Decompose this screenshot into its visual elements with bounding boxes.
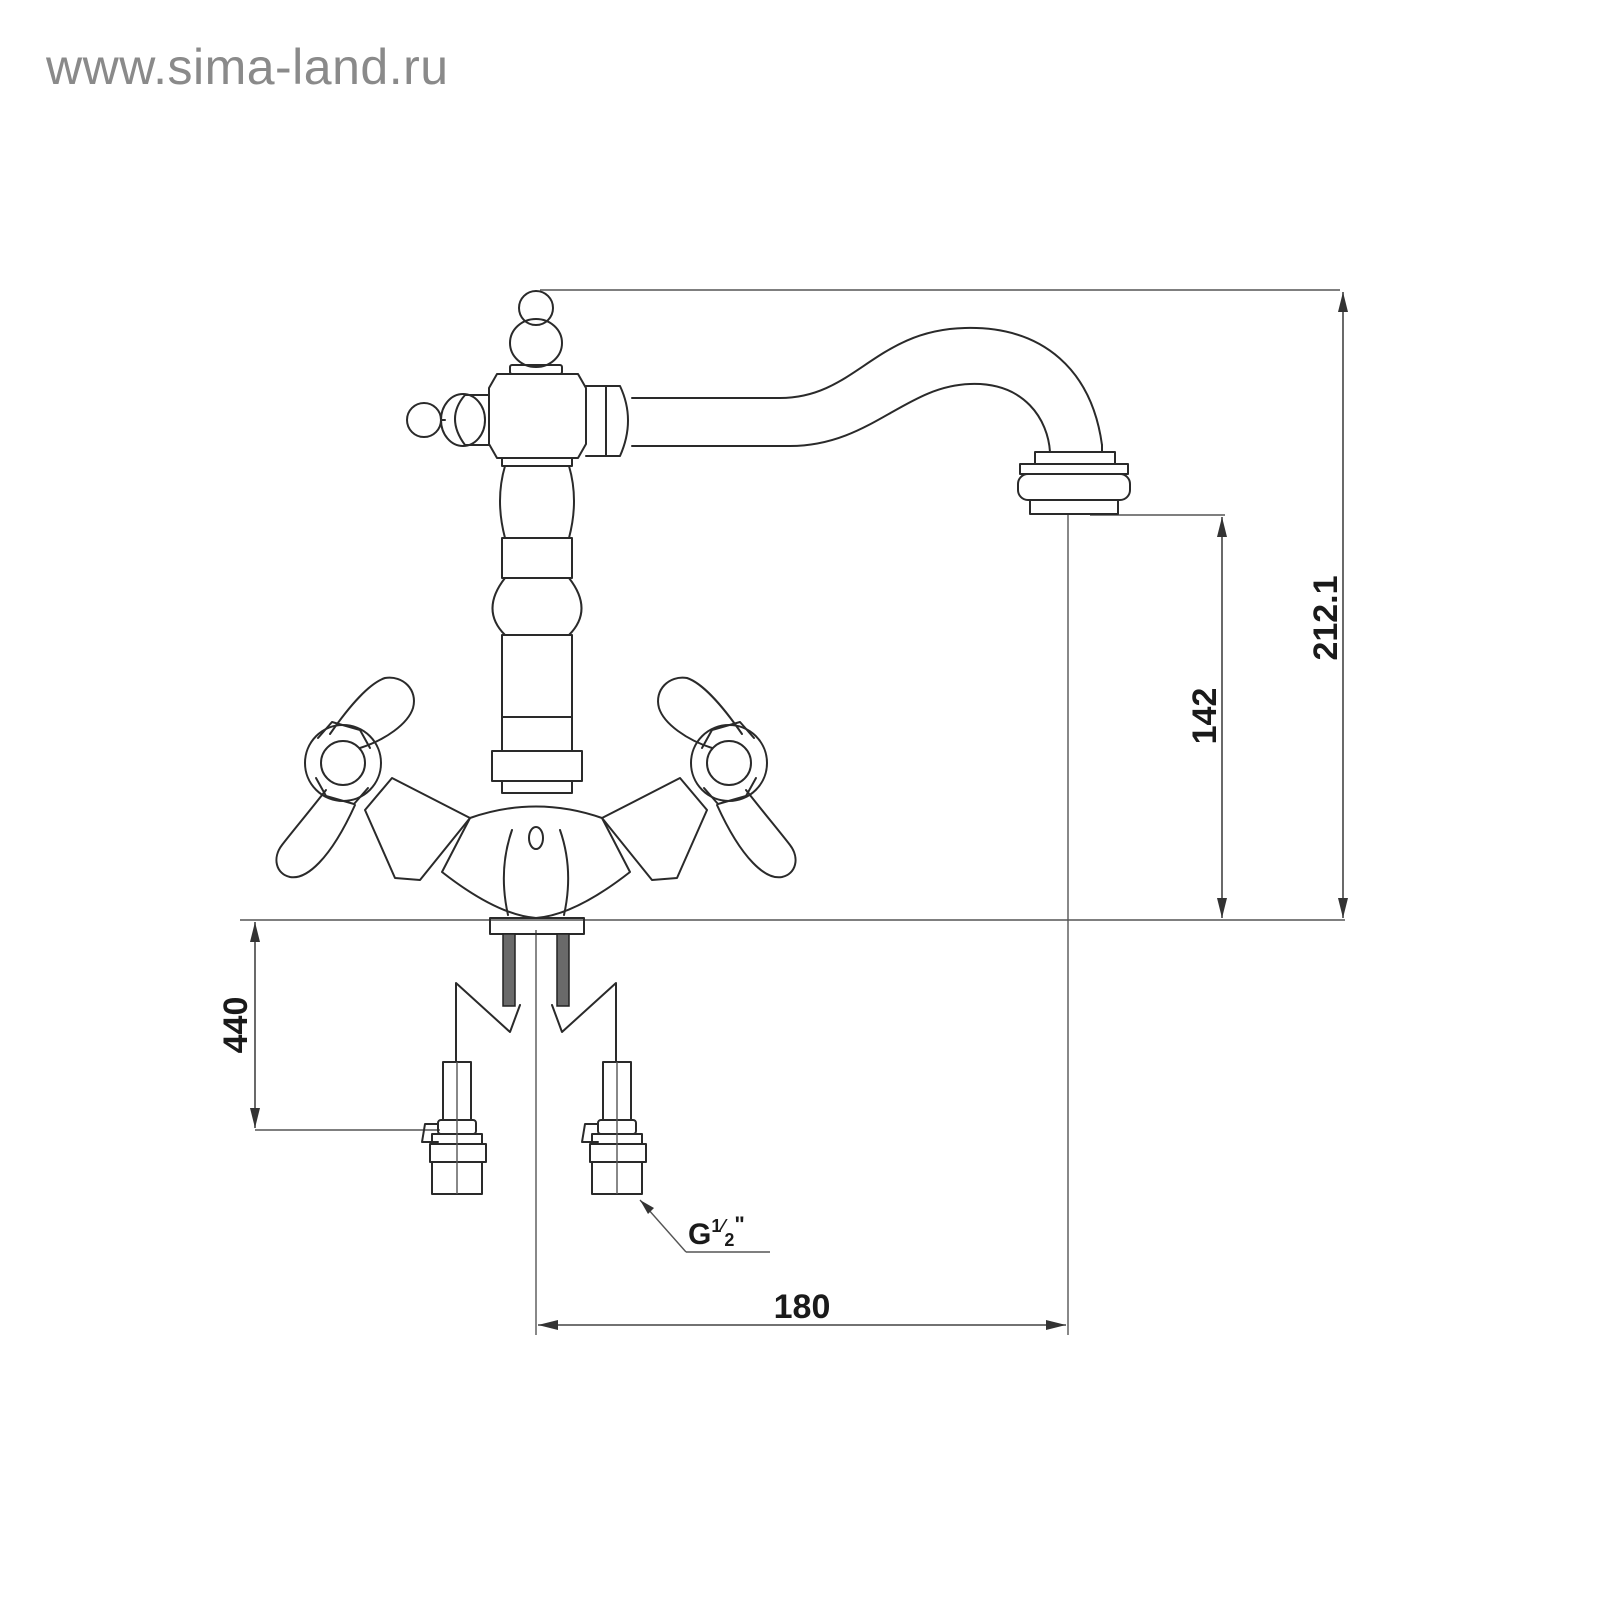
dimension-label-spout-reach: 180 [774, 1288, 831, 1326]
dimension-spout-height: 142 [1186, 517, 1227, 918]
dimension-hose-length: 440 [217, 922, 260, 1128]
right-valve-handle [601, 676, 797, 881]
dimension-overall-height: 212.1 [1307, 292, 1348, 918]
dimension-label-overall-height: 212.1 [1307, 575, 1345, 660]
faucet-column [491, 457, 583, 794]
faucet-base [441, 805, 631, 935]
faucet-body-block [406, 373, 629, 459]
thread-denominator: 2 [724, 1230, 734, 1250]
spout [631, 326, 1131, 515]
thread-numerator: 1 [711, 1216, 721, 1236]
dimension-spout-reach: 180 [538, 1288, 1066, 1330]
top-finial [509, 290, 563, 375]
mounting-studs [502, 933, 570, 1007]
watermark-text: www.sima-land.ru [46, 39, 449, 95]
dimension-label-spout-height: 142 [1186, 688, 1224, 745]
left-hose-fitting [421, 1061, 487, 1195]
dimension-label-hose-length: 440 [217, 997, 255, 1054]
right-hose-fitting [581, 1061, 647, 1195]
thread-letter: G [688, 1218, 711, 1251]
hose-break-symbols [455, 982, 617, 1063]
thread-size-label: G1⁄2" [688, 1212, 745, 1251]
left-valve-handle [275, 676, 471, 881]
extension-lines [240, 289, 1345, 1335]
thread-mark: " [734, 1212, 744, 1237]
thread-callout: G1⁄2" [639, 1199, 770, 1253]
